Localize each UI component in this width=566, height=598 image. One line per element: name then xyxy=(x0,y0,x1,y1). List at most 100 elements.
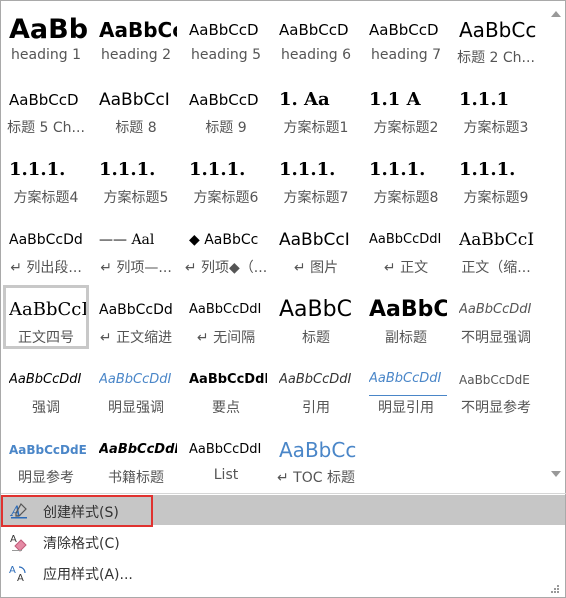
style-preview: 1.1 A xyxy=(369,89,421,110)
style-preview: 1. Aa xyxy=(279,89,330,110)
style-intense-emphasis[interactable]: AaBbCcDdI 明显强调 xyxy=(93,355,179,419)
style-list-item-diamond[interactable]: ◆ AaBbCc↵ 列项◆（... xyxy=(183,215,269,279)
style-label: ↵ 无间隔 xyxy=(196,330,256,346)
menu-divider xyxy=(1,493,566,494)
style-list-paragraph[interactable]: AaBbCcDd↵ 列出段... xyxy=(3,215,89,279)
scroll-up-icon[interactable] xyxy=(551,11,561,17)
style-scheme-title-5[interactable]: 1.1.1. 方案标题5 xyxy=(93,145,179,209)
create-style-label: 创建样式(S) xyxy=(43,505,119,521)
style-preview: 1.1.1. xyxy=(459,159,516,180)
style-title-5-ch[interactable]: AaBbCcD 标题 5 Ch... xyxy=(3,75,89,139)
style-preview: 1.1.1. xyxy=(9,159,66,180)
style-heading-5[interactable]: AaBbCcD heading 5 xyxy=(183,5,269,69)
scroll-down-icon[interactable] xyxy=(551,471,561,477)
style-label: 方案标题4 xyxy=(13,190,79,206)
style-toc-heading[interactable]: AaBbCc↵ TOC 标题 xyxy=(273,425,359,489)
gallery-scrollbar[interactable] xyxy=(547,5,565,491)
style-list[interactable]: AaBbCcDdI List xyxy=(183,425,269,489)
style-preview: AaBbCcD xyxy=(279,21,349,39)
apply-styles-menu-item[interactable]: A A 应用样式(A)... xyxy=(3,557,565,587)
style-list-item-dash[interactable]: —— Aal↵ 列项—... xyxy=(93,215,179,279)
style-preview: 1.1.1. xyxy=(99,159,156,180)
style-preview: AaBbCc xyxy=(459,18,537,42)
style-scheme-title-7[interactable]: 1.1.1.方案标题7 xyxy=(273,145,359,209)
annotation-highlight-box xyxy=(1,495,153,527)
style-label: 引用 xyxy=(302,400,330,416)
style-preview: AaBbCcDdI xyxy=(459,302,532,317)
style-label: 标题 8 xyxy=(115,120,157,136)
style-preview: AaBbCc xyxy=(279,438,357,462)
style-label: 强调 xyxy=(32,400,60,416)
svg-text:A: A xyxy=(17,573,24,583)
svg-text:A: A xyxy=(9,565,16,576)
style-preview: AaBbCcDdI xyxy=(189,442,262,457)
style-label: 方案标题2 xyxy=(373,120,439,136)
style-label: 标题 5 Ch... xyxy=(7,120,85,136)
style-label: 明显强调 xyxy=(108,400,164,416)
apply-styles-icon: A A xyxy=(9,563,29,584)
style-preview: AaBbCcD xyxy=(189,21,259,39)
create-style-menu-item[interactable]: A 创建样式(S) xyxy=(3,495,565,525)
style-preview: AaBb xyxy=(9,15,87,45)
style-label: 标题 2 Ch... xyxy=(457,50,535,66)
style-label: 明显引用 xyxy=(378,400,434,416)
style-body-indent[interactable]: AaBbCcI 正文（缩... xyxy=(453,215,539,279)
style-label: 要点 xyxy=(212,400,240,416)
style-quote[interactable]: AaBbCcDdI 引用 xyxy=(273,355,359,419)
style-preview: AaBbCcDdI xyxy=(279,372,352,387)
style-preview: AaBbCcDdI xyxy=(99,442,177,457)
style-preview: 1.1.1. xyxy=(369,159,426,180)
style-scheme-title-2[interactable]: 1.1 A 方案标题2 xyxy=(363,75,449,139)
resize-grip-icon[interactable] xyxy=(551,585,559,593)
style-label: ↵ 图片 xyxy=(293,260,339,276)
style-scheme-title-9[interactable]: 1.1.1. 方案标题9 xyxy=(453,145,539,209)
style-preview: AaBbCcDdI xyxy=(99,372,172,387)
style-label: 方案标题5 xyxy=(103,190,169,206)
style-title-2-ch[interactable]: AaBbCc 标题 2 Ch... xyxy=(453,5,539,69)
style-preview: AaBbCcD xyxy=(369,21,439,39)
style-scheme-title-6[interactable]: 1.1.1.方案标题6 xyxy=(183,145,269,209)
style-label: List xyxy=(213,467,239,483)
style-scheme-title-4[interactable]: 1.1.1. 方案标题4 xyxy=(3,145,89,209)
style-label: 标题 9 xyxy=(205,120,247,136)
style-body-first-indent[interactable]: AaBbCcDd↵ 正文缩进 xyxy=(93,285,179,349)
style-label: 标题 xyxy=(302,330,330,346)
style-scheme-title-8[interactable]: 1.1.1.方案标题8 xyxy=(363,145,449,209)
style-preview: AaBbCcDdI xyxy=(189,302,262,317)
style-no-spacing[interactable]: AaBbCcDdI ↵ 无间隔 xyxy=(183,285,269,349)
style-label: ↵ 列项—... xyxy=(100,260,172,276)
style-label: 正文（缩... xyxy=(461,260,531,276)
style-label: heading 5 xyxy=(191,47,261,63)
style-body-text[interactable]: AaBbCcDdI↵ 正文 xyxy=(363,215,449,279)
create-style-icon: A xyxy=(9,501,29,521)
clear-formatting-menu-item[interactable]: A 清除格式(C) xyxy=(3,526,565,556)
style-intense-quote[interactable]: AaBbCcDdI 明显引用 xyxy=(363,355,449,419)
style-picture[interactable]: AaBbCcI↵ 图片 xyxy=(273,215,359,279)
style-preview: AaBbCcD xyxy=(9,91,79,109)
style-label: heading 2 xyxy=(101,47,171,63)
style-label: ↵ 正文缩进 xyxy=(99,330,173,346)
style-preview: AaBbCcDdE xyxy=(9,443,87,457)
style-label: 方案标题7 xyxy=(283,190,349,206)
style-label: 方案标题9 xyxy=(463,190,529,206)
style-preview: AaBbCcDdI xyxy=(369,365,447,396)
style-preview: AaBbCcI xyxy=(459,230,535,250)
style-preview: AaBbCcI xyxy=(9,299,87,320)
